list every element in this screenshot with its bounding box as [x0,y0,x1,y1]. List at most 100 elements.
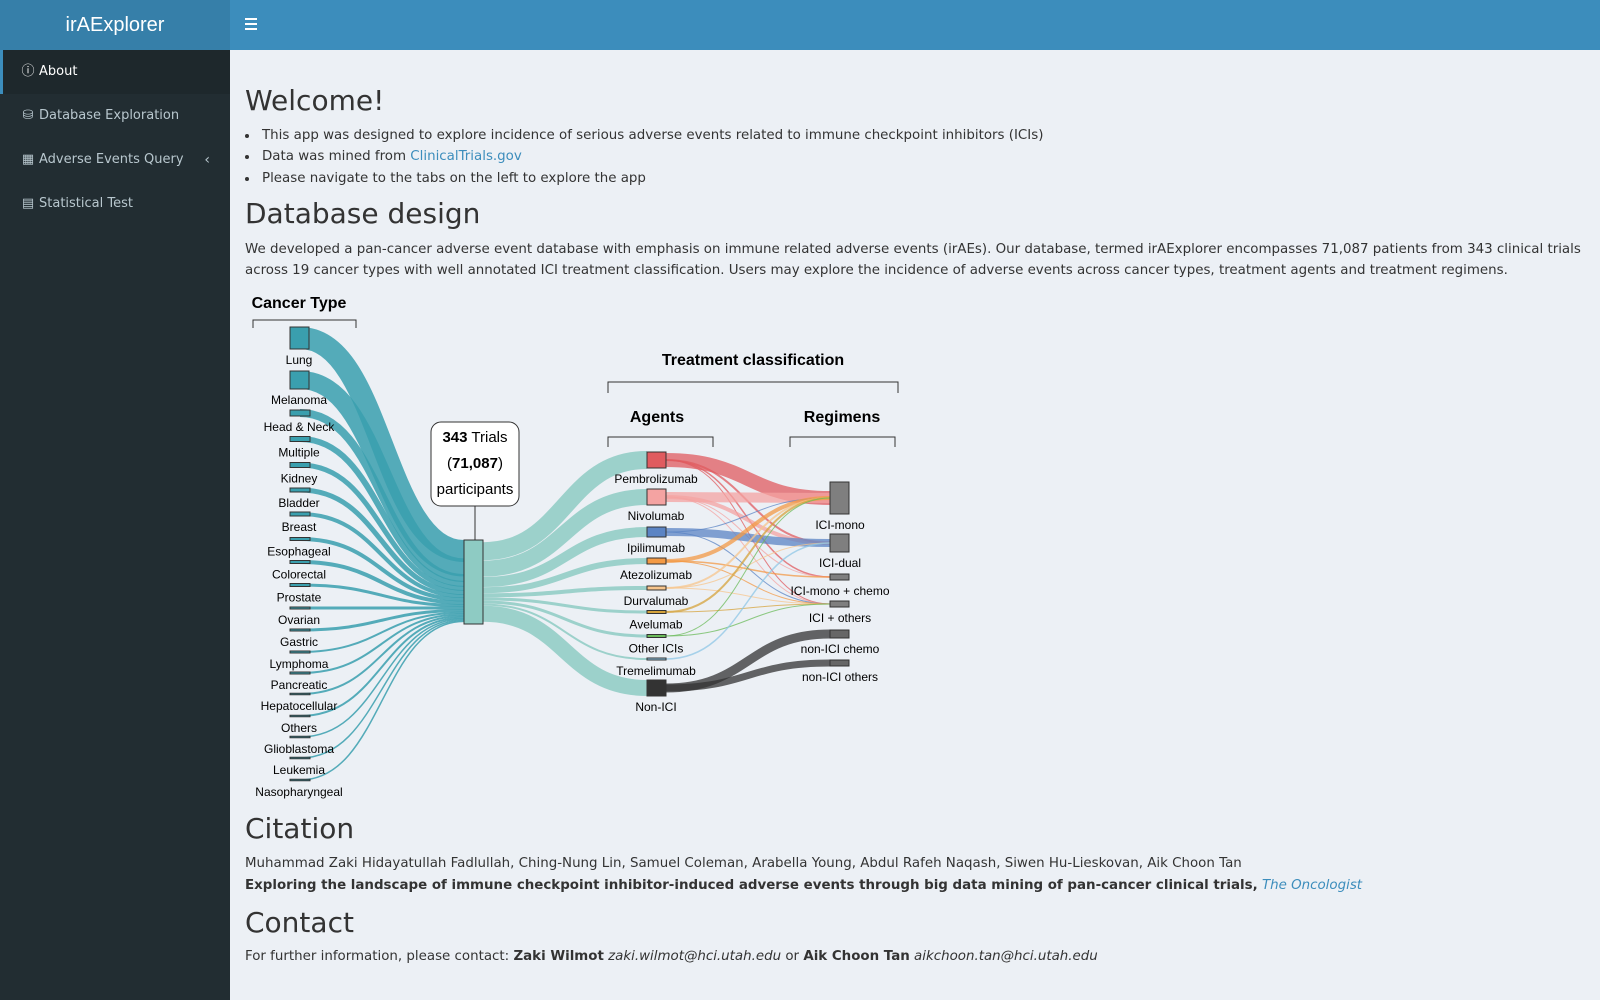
sidebar-item-adverse-events-query[interactable]: ▦Adverse Events Query ‹ [0,138,230,182]
cancer-type-node [289,778,311,781]
cancer-type-label: Nasopharyngeal [255,784,342,798]
regimen-label: ICI + others [809,611,871,625]
participants-word: participants [437,481,514,498]
contact-line: For further information, please contact:… [245,946,1585,968]
agent-link [482,585,648,598]
regimen-node [829,659,850,667]
contact-email-2[interactable]: aikchoon.tan@hci.utah.edu [914,948,1098,964]
regimen-label: non-ICI others [802,670,878,684]
sidebar-toggle-icon[interactable] [242,14,262,34]
cancer-type-node [289,735,311,738]
cancer-type-node [289,435,311,442]
clinicaltrials-link[interactable]: ClinicalTrials.gov [410,149,522,165]
cancer-type-link [299,511,465,598]
regimen-link [665,497,831,637]
regimen-label: non-ICI chemo [801,642,880,656]
regimens-bracket [789,436,896,447]
list-item-text: Data was mined from [262,149,411,165]
cancer-type-node [289,714,311,717]
agent-node [646,585,667,591]
cancer-type-link [299,487,465,595]
citation-authors: Muhammad Zaki Hidayatullah Fadlullah, Ch… [245,856,1242,872]
agents-title: Agents [630,409,684,426]
sidebar-item-label: About [39,64,78,79]
agent-node [646,679,667,697]
cancer-type-node [289,511,311,517]
cancer-type-node [289,582,311,587]
cancer-type-label: Lung [286,353,313,367]
regimen-label: ICI-mono + chemo [790,584,889,598]
contact-name-1: Zaki Wilmot [513,948,604,964]
agent-label: Tremelimumab [616,664,696,678]
citation-heading: Citation [245,811,355,845]
regimen-node [829,573,850,581]
cancer-type-label: Prostate [277,590,322,604]
agent-label: Nivolumab [628,509,685,523]
cancer-type-label: Multiple [278,445,320,459]
regimen-link [665,527,831,547]
cancer-type-bracket [252,319,357,328]
cancer-type-label: Breast [282,520,317,534]
cancer-type-link [299,536,465,602]
regimen-node [829,600,850,608]
cancer-type-label: Bladder [278,496,319,510]
cancer-type-link [299,611,465,653]
journal-link[interactable]: The Oncologist [1261,877,1363,893]
agent-label: Atezolizumab [620,568,692,582]
cancer-type-label: Ovarian [278,613,320,627]
sidebar-item-label: Database Exploration [39,108,180,123]
chevron-left-icon[interactable]: ‹ [204,152,210,168]
database-icon: ⛁ [22,108,34,123]
trials-node [463,539,484,625]
regimen-node [829,533,850,553]
sidebar-item-database-exploration[interactable]: ⛁ Database Exploration [0,94,230,138]
regimen-link [665,659,831,692]
agent-node [646,633,667,638]
agent-node [646,488,667,506]
regimen-node [829,481,850,515]
welcome-heading: Welcome! [245,84,385,117]
cancer-type-label: Hepatocellular [261,698,338,712]
cancer-type-label: Melanoma [271,393,327,407]
cancer-type-link [299,559,465,605]
cancer-type-node [289,650,311,654]
contact-email-1[interactable]: zaki.wilmot@hci.utah.edu [608,948,782,964]
cancer-type-link [299,608,465,632]
cancer-type-label: Head & Neck [264,420,336,434]
cancer-type-link [298,326,466,562]
treatment-bracket [607,381,899,393]
participants-count-label: (71,087) [447,455,503,472]
list-item: Data was mined from ClinicalTrials.gov [245,146,1585,168]
agents-bracket [607,436,714,447]
regimen-link [665,531,831,605]
sidebar-item-about[interactable]: ⓘ About [0,50,230,94]
app-title[interactable]: irAExplorer [0,0,230,50]
cancer-type-link [299,435,465,587]
cancer-type-label: Lymphoma [270,657,329,671]
cancer-type-node [289,461,311,468]
agent-label: Pembrolizumab [614,472,698,486]
regimen-link [665,541,831,660]
contact-heading: Contact [245,906,354,940]
regimen-link [665,496,831,605]
regimen-link [665,496,831,613]
regimen-link [665,495,831,563]
table-icon: ▦ [21,152,35,167]
regimens-title: Regimens [804,409,881,426]
cancer-type-label: Leukemia [273,762,325,776]
agent-link [482,597,648,614]
treatment-title: Treatment classification [662,352,844,369]
regimen-label: ICI-dual [819,556,861,570]
cancer-type-link [299,612,465,674]
cancer-type-label: Glioblastoma [264,741,334,755]
agent-link [482,605,648,696]
trials-count: 343 [442,429,467,446]
citation-reference: Exploring the landscape of immune checkp… [245,875,1585,897]
agent-link [482,450,648,560]
cancer-type-link [299,583,465,607]
trials-label: 343 Trials [442,429,507,446]
regimen-node [829,629,850,639]
info-circle-icon: ⓘ [21,64,35,79]
list-item: Please navigate to the tabs on the left … [245,168,1585,190]
sidebar-item-statistical-test[interactable]: ▤Statistical Test [0,182,230,226]
